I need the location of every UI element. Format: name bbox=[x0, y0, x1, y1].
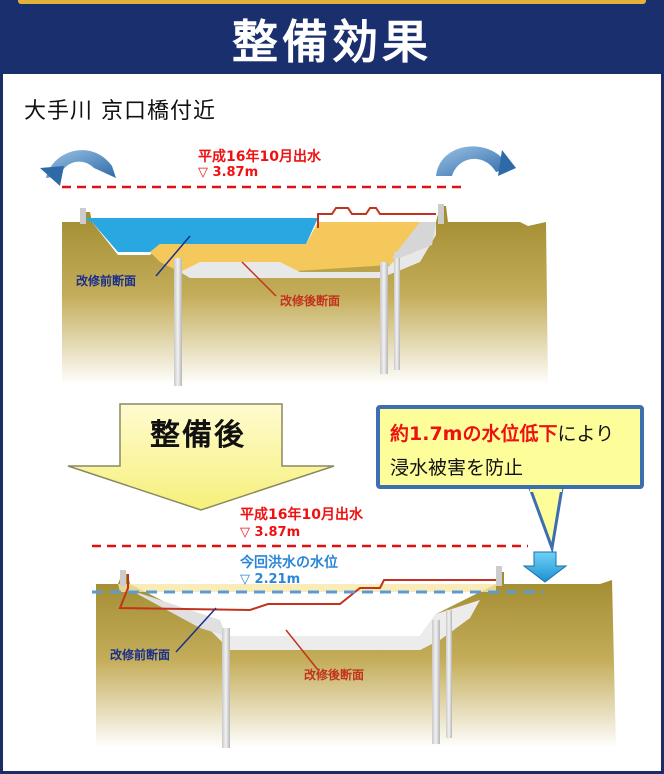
top-right-parapet bbox=[438, 204, 444, 224]
bottom-after-label: 改修後断面 bbox=[304, 668, 365, 682]
top-after-leader bbox=[241, 261, 277, 297]
bottom-after-leader bbox=[285, 629, 319, 671]
after-improvement-label: 整備後 bbox=[150, 418, 246, 453]
bottom-ground bbox=[96, 572, 616, 748]
header-accent bbox=[18, 0, 646, 4]
bottom-before-outline bbox=[118, 574, 496, 612]
current-water-level: ▽ 2.21m bbox=[240, 572, 301, 587]
bottom-flood-label: 平成16年10月出水 bbox=[240, 507, 363, 523]
right-curved-arrowhead-icon bbox=[498, 150, 516, 176]
bottom-right-sheet-pile-2 bbox=[446, 610, 452, 738]
bottom-right-parapet bbox=[496, 566, 502, 586]
callout-highlight: 約1.7mの水位低下 bbox=[390, 423, 558, 445]
bottom-cross-section bbox=[92, 544, 616, 748]
big-down-arrow-icon bbox=[67, 403, 335, 511]
page-title: 整備効果 bbox=[232, 15, 432, 69]
top-water bbox=[82, 218, 318, 252]
left-curved-arrow-icon bbox=[46, 150, 116, 178]
bottom-before-leader bbox=[175, 607, 217, 653]
callout-tail: により bbox=[557, 423, 615, 445]
top-left-parapet bbox=[80, 208, 86, 224]
top-right-bank-wall bbox=[392, 222, 436, 258]
callout-box: 約1.7mの水位低下により 浸水被害を防止 bbox=[376, 405, 644, 489]
top-left-sheet-pile bbox=[174, 258, 182, 386]
top-cross-section bbox=[40, 146, 548, 386]
bottom-before-label: 改修前断面 bbox=[110, 648, 171, 662]
top-flood-label: 平成16年10月出水 bbox=[198, 149, 321, 165]
bottom-water-band bbox=[118, 584, 496, 592]
bottom-new-bed bbox=[200, 600, 480, 650]
top-after-label: 改修後断面 bbox=[280, 294, 341, 308]
bottom-flood-level: ▽ 3.87m bbox=[240, 525, 301, 540]
water-drop-arrow-icon bbox=[522, 551, 568, 583]
top-before-label: 改修前断面 bbox=[76, 274, 137, 288]
current-water-label: 今回洪水の水位 bbox=[240, 555, 338, 571]
right-curved-arrow-icon bbox=[436, 146, 510, 176]
top-after-outline bbox=[317, 207, 436, 228]
callout-line2: 浸水被害を防止 bbox=[390, 457, 524, 479]
top-before-leader bbox=[155, 235, 191, 277]
left-curved-arrowhead-icon bbox=[40, 166, 64, 186]
top-right-sheet-pile-1 bbox=[380, 262, 388, 374]
callout-line1: 約1.7mの水位低下により bbox=[390, 419, 614, 446]
bottom-left-parapet bbox=[120, 570, 126, 586]
bottom-left-sheet-pile bbox=[222, 628, 230, 748]
top-right-sheet-pile-2 bbox=[394, 252, 400, 370]
top-flood-level: ▽ 3.87m bbox=[198, 165, 259, 180]
location-subtitle: 大手川 京口橋付近 bbox=[24, 99, 216, 124]
bottom-right-sheet-pile-1 bbox=[432, 620, 440, 744]
callout-pointer bbox=[527, 486, 564, 554]
top-excavation bbox=[150, 222, 420, 272]
header-bar: 整備効果 bbox=[0, 0, 664, 74]
